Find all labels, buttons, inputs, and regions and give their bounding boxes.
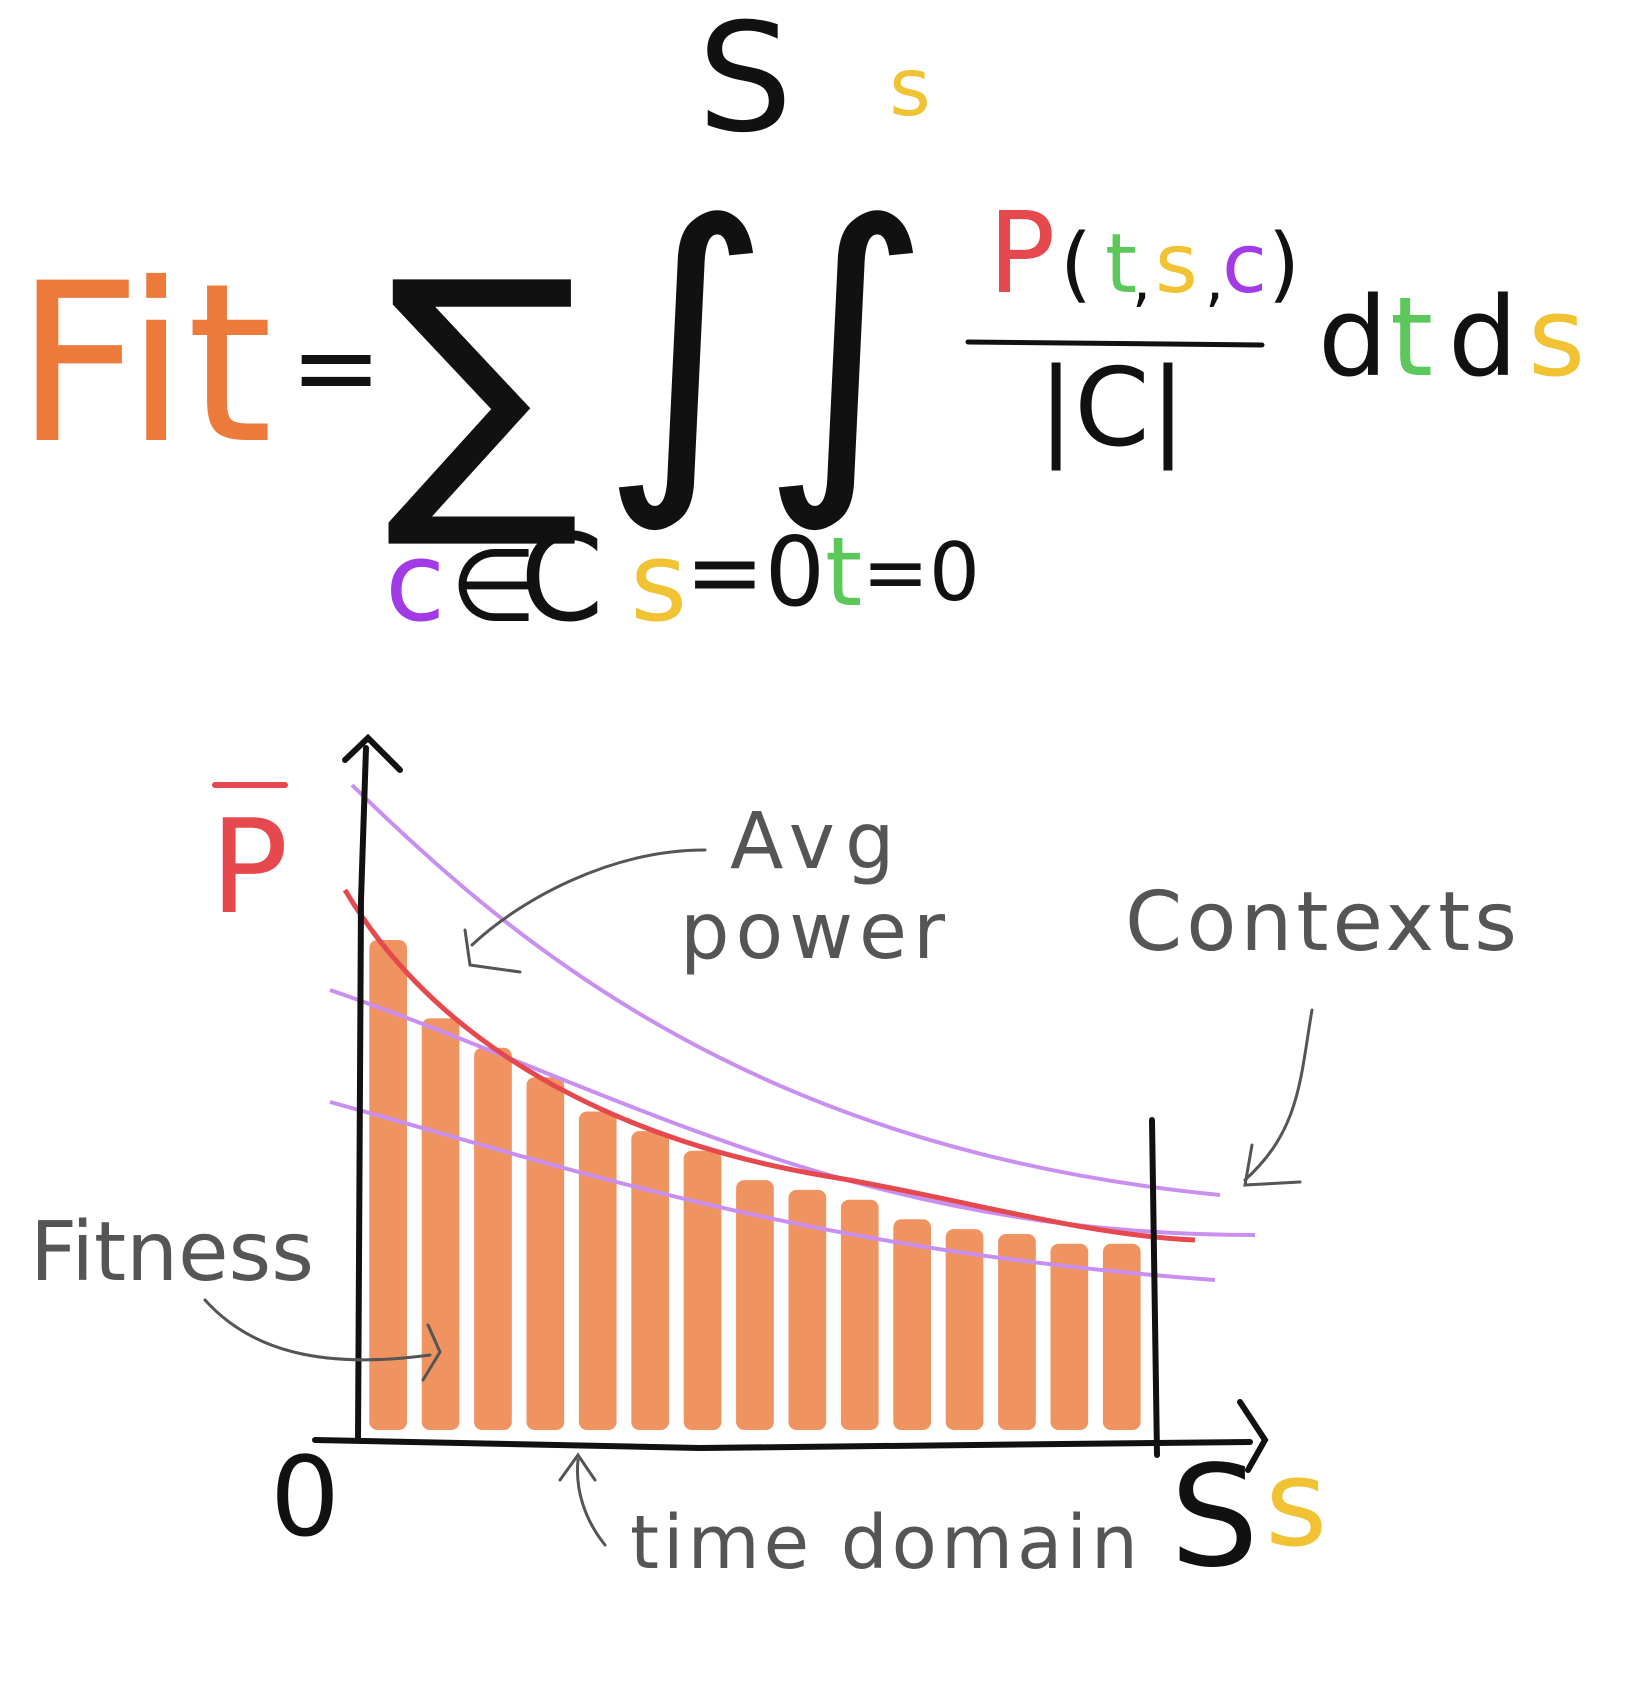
y-axis-label-avg-power: P <box>210 791 288 943</box>
fraction-bar <box>965 339 1265 348</box>
fitness-bar <box>945 1229 984 1430</box>
paren-open: ( <box>1060 217 1092 312</box>
fitness-bar <box>736 1180 774 1430</box>
fitness-arrowhead <box>421 1323 442 1382</box>
fitness-bar <box>998 1234 1036 1430</box>
paren-close: ) <box>1268 217 1300 312</box>
denominator-context-count: |C| <box>1038 346 1186 471</box>
summation-sign: ∑ <box>385 220 580 557</box>
sum-set-contexts: C <box>520 510 604 649</box>
fitness-arrow <box>203 1298 432 1362</box>
x-axis <box>312 1437 1253 1452</box>
annotation-power: power <box>680 887 951 977</box>
contexts-arrowhead <box>1243 1143 1302 1187</box>
context-curve-upper <box>350 783 1221 1197</box>
fitness-bar <box>421 1018 460 1430</box>
annotation-fitness: Fitness <box>30 1205 314 1300</box>
avg-power-arrowhead <box>463 928 522 974</box>
arg-context: c <box>1222 217 1267 312</box>
annotation-contexts: Contexts <box>1125 875 1521 970</box>
fitness-bar <box>369 940 407 1430</box>
comma-2: , <box>1205 245 1224 315</box>
fitness-bar <box>683 1150 722 1430</box>
sum-element-of: ∈ <box>450 527 537 644</box>
time-domain-arrowhead <box>558 1452 597 1482</box>
fitness-bar <box>1050 1243 1089 1430</box>
x-axis-variable: s <box>1265 1435 1328 1574</box>
fit-label: Fit <box>15 236 273 492</box>
outer-lower-zero: =0 <box>685 518 825 628</box>
annotation-time-domain: time domain <box>630 1500 1142 1586</box>
fitness-bar <box>474 1047 512 1430</box>
x-axis-arrowhead <box>1237 1399 1269 1473</box>
fitness-bar <box>788 1189 827 1430</box>
outer-lower-var: s <box>630 518 687 646</box>
context-curve-lower <box>329 1100 1216 1282</box>
numerator-power: P <box>988 189 1056 319</box>
fitness-bar <box>526 1077 565 1430</box>
inner-lower-zero: =0 <box>862 526 980 619</box>
differential-d-1: d <box>1318 273 1388 401</box>
differential-t: t <box>1390 273 1433 401</box>
arg-span: s <box>1155 217 1198 312</box>
fitness-bar <box>840 1199 879 1430</box>
fitness-bar <box>1102 1243 1141 1430</box>
differential-s: s <box>1528 273 1585 401</box>
fitness-bar <box>893 1219 931 1430</box>
x-end-label: S <box>1170 1436 1259 1599</box>
fitness-bar <box>631 1131 669 1430</box>
arg-time: t <box>1105 217 1137 312</box>
differential-d-2: d <box>1448 273 1518 401</box>
domain-end-marker <box>1149 1117 1160 1458</box>
comma-1: , <box>1132 245 1151 315</box>
avg-power-arrow <box>470 848 707 947</box>
inner-lower-var: t <box>825 518 862 628</box>
y-axis-arrowhead <box>342 733 403 773</box>
time-domain-arrow <box>575 1458 607 1547</box>
formula: Fit = ∑ ∫ S ∫ s P ( t , s , c ) |C| d t … <box>15 0 1585 649</box>
sum-index-context: c <box>385 518 445 646</box>
outer-integral-upper-limit: S <box>697 0 792 166</box>
annotation-avg: Avg <box>730 797 904 887</box>
y-axis <box>355 745 369 1443</box>
origin-label: 0 <box>270 1433 340 1561</box>
fitness-bars <box>369 940 1141 1430</box>
outer-integral-sign: ∫ <box>600 154 772 538</box>
fitness-bar <box>578 1111 617 1430</box>
average-power-curve <box>342 888 1196 1243</box>
inner-integral-sign: ∫ <box>760 154 932 538</box>
graph: P 0 S s Avg power Contexts Fitness time … <box>30 733 1521 1599</box>
equals-sign: = <box>290 303 382 431</box>
inner-integral-upper-limit: s <box>889 41 931 134</box>
contexts-arrow <box>1243 1008 1314 1182</box>
